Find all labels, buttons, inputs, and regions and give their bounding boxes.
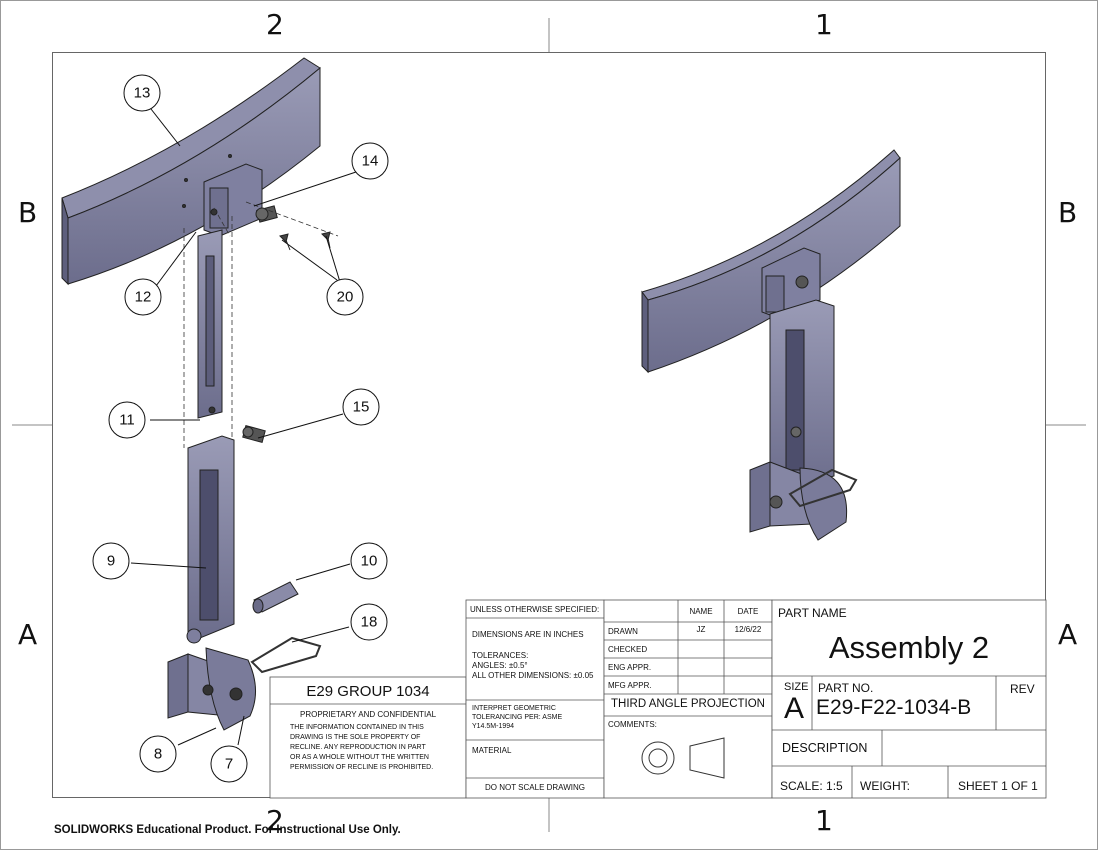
interpret-line-1: INTERPRET GEOMETRIC [472,705,556,712]
tolerances-label: TOLERANCES: [472,651,529,660]
drawn-label: DRAWN [608,627,638,636]
zone-bottom-1: 1 [815,804,833,837]
third-angle-projection-symbol [641,737,725,779]
exploded-view [61,57,339,731]
svg-text:14: 14 [362,153,379,170]
confidential-line-5: PERMISSION OF RECLINE IS PROHIBITED. [290,764,434,771]
balloon-8: 8 [139,735,177,773]
part-number: E29-F22-1034-B [816,696,972,719]
disc-part-7 [205,647,256,731]
balloon-12: 12 [124,278,162,316]
zone-right-b: B [1058,196,1078,229]
svg-text:13: 13 [134,85,151,102]
zone-bottom-2: 2 [266,804,284,837]
svg-text:10: 10 [361,553,378,570]
interpret-line-2: TOLERANCING PER: ASME [472,714,563,721]
balloon-13: 13 [123,74,161,112]
drawn-name: JZ [696,625,706,634]
group-title: E29 GROUP 1034 [306,683,430,700]
tolerance-other: ALL OTHER DIMENSIONS: ±0.05 [472,671,594,680]
comments-label: COMMENTS: [608,720,657,729]
bolt-part-15 [242,425,266,443]
assembled-view [641,149,901,541]
part-name: Assembly 2 [828,630,990,665]
zone-right-a: A [1058,618,1078,651]
title-block-grid [269,599,1047,799]
zone-top-2: 2 [266,8,284,41]
dimensions-units: DIMENSIONS ARE IN INCHES [472,630,584,639]
unless-specified: UNLESS OTHERWISE SPECIFIED: [470,605,600,614]
balloon-18: 18 [350,603,388,641]
leader-lines [130,108,357,746]
balloon-15: 15 [342,388,380,426]
description-label: DESCRIPTION [782,741,868,755]
confidential-line-4: OR AS A WHOLE WITHOUT THE WRITTEN [290,754,429,761]
educational-watermark: SOLIDWORKS Educational Product. For Inst… [54,824,401,836]
bolt-part-14 [255,205,278,223]
confidential-heading: PROPRIETARY AND CONFIDENTIAL [299,710,437,719]
plate-part-8 [167,653,189,719]
balloon-20: 20 [326,278,364,316]
part-no-label: PART NO. [818,681,874,695]
balloon-9: 9 [92,542,130,580]
zone-top-1: 1 [815,8,833,41]
svg-text:8: 8 [154,746,162,763]
size-value: A [784,692,805,725]
confidential-line-1: THE INFORMATION CONTAINED IN THIS [290,724,424,731]
confidential-line-3: RECLINE. ANY REPRODUCTION IN PART [290,744,426,751]
zone-left-b: B [18,196,38,229]
drawn-date: 12/6/22 [734,625,762,634]
zone-ticks [12,18,1086,832]
zone-left-a: A [18,618,38,651]
projection-label: THIRD ANGLE PROJECTION [611,698,765,710]
eng-appr-label: ENG APPR. [608,663,652,672]
svg-text:18: 18 [361,614,378,631]
name-header: NAME [689,607,713,616]
scale-label: SCALE: 1:5 [780,779,843,793]
svg-text:20: 20 [337,289,354,306]
weight-label: WEIGHT: [860,779,910,793]
svg-text:15: 15 [353,399,370,416]
assembled-clip [788,468,858,508]
sheet-label: SHEET 1 OF 1 [958,779,1038,793]
svg-text:7: 7 [225,756,233,773]
size-label: SIZE [784,681,809,693]
balloon-14: 14 [351,142,389,180]
part-name-label: PART NAME [778,606,847,620]
balloon-7: 7 [210,745,248,783]
balloons: 13 14 12 20 11 15 9 10 [92,74,389,783]
balloon-11: 11 [108,401,146,439]
interpret-line-3: Y14.5M-1994 [472,723,515,730]
checked-label: CHECKED [608,645,648,654]
clip-part-18 [250,636,322,674]
do-not-scale: DO NOT SCALE DRAWING [484,783,585,792]
confidential-line-2: DRAWING IS THE SOLE PROPERTY OF [290,734,421,741]
balloon-10: 10 [350,542,388,580]
rev-label: REV [1010,682,1035,696]
tolerance-angles: ANGLES: ±0.5° [472,661,528,670]
date-header: DATE [737,607,759,616]
svg-text:11: 11 [119,412,135,429]
svg-text:9: 9 [107,553,115,570]
mfg-appr-label: MFG APPR. [608,681,652,690]
material-label: MATERIAL [472,746,512,755]
assembled-plate [749,461,771,533]
screw-part-20a [279,233,291,251]
svg-text:12: 12 [135,289,152,306]
